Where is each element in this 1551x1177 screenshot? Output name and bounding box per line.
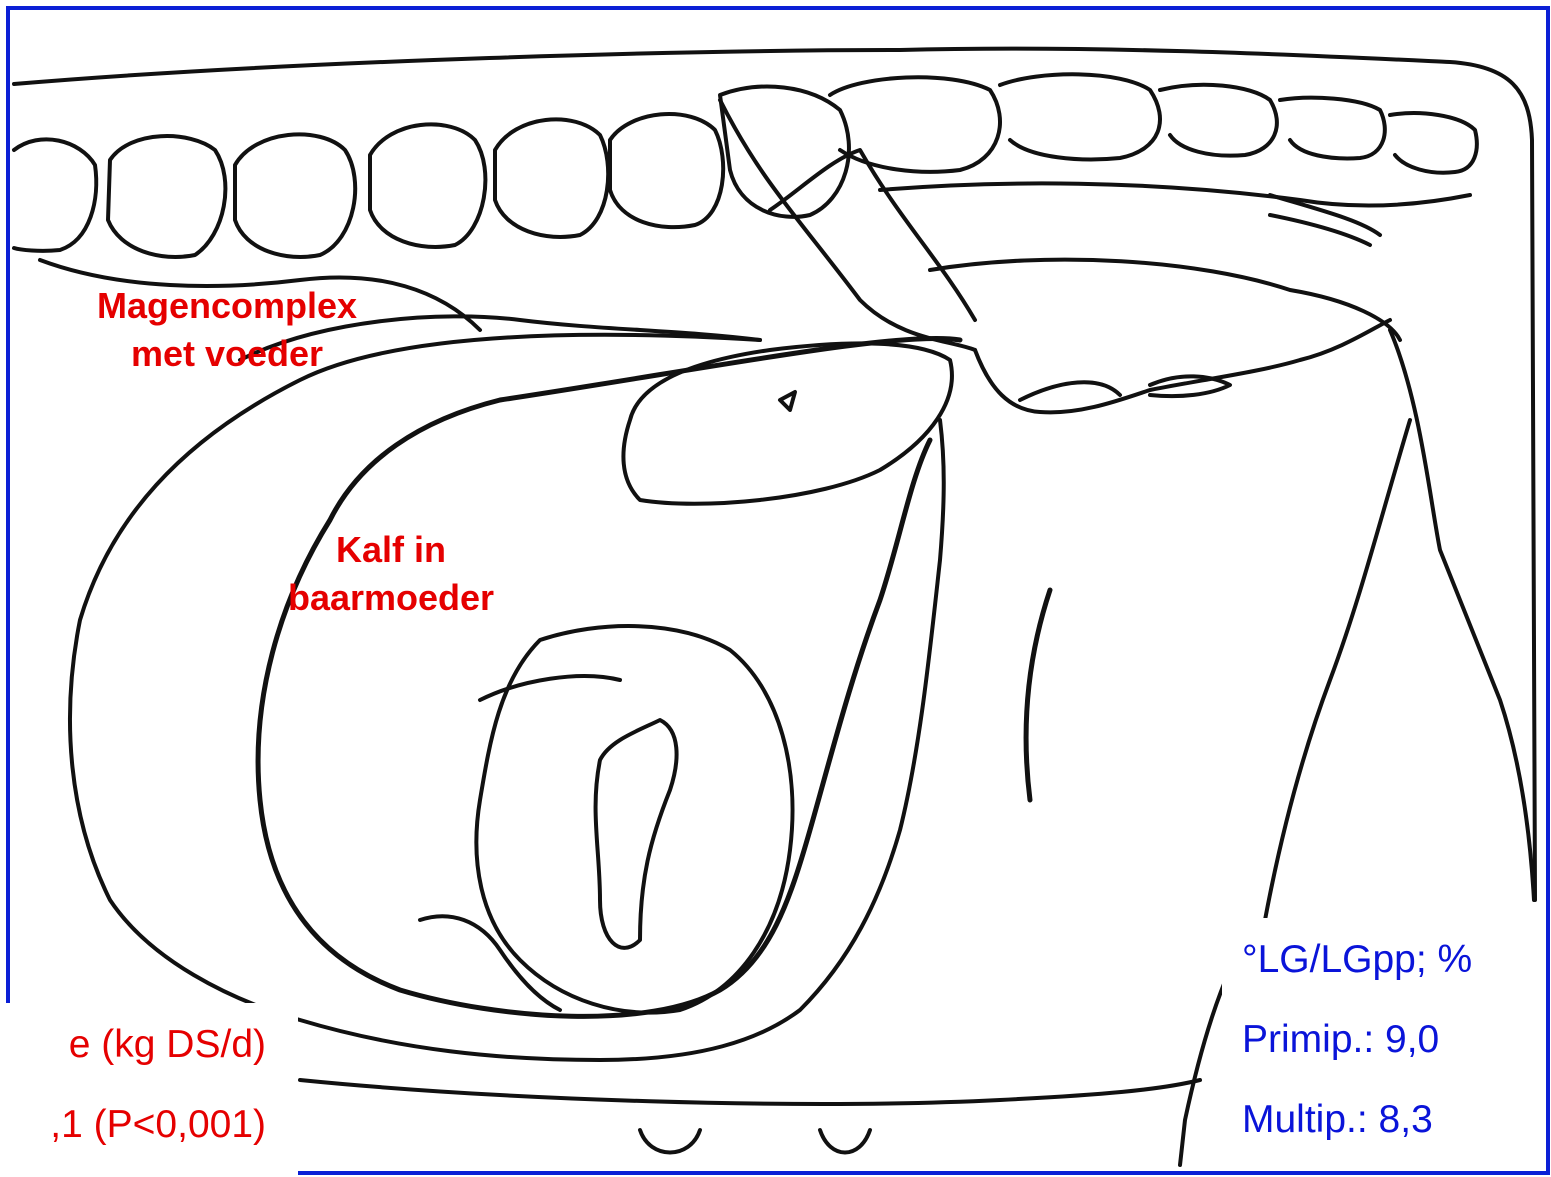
hind-leg-outline [1390, 330, 1534, 900]
pelvis-outline [720, 100, 1470, 412]
calf-label: Kalf in baarmoeder [266, 526, 516, 622]
intake-info-box: e (kg DS/d) ,1 (P<0,001) [0, 1003, 298, 1177]
calf-head [623, 343, 951, 503]
teat-2 [820, 1130, 870, 1153]
weight-info-box: °LG/LGpp; % Primip.: 9,0 Multip.: 8,3 [1222, 918, 1522, 1163]
multiparous-value: Multip.: 8,3 [1242, 1098, 1433, 1142]
hind-leg-front [1265, 420, 1410, 920]
abdomen-outline [70, 335, 944, 1060]
calf-eye [780, 392, 795, 410]
weight-header: °LG/LGpp; % [1242, 938, 1472, 982]
flank-line [1026, 590, 1050, 800]
calf-leg-2 [420, 916, 560, 1010]
stomach-label: Magencomplex met voeder [68, 282, 386, 378]
calf-label-line1: Kalf in [266, 526, 516, 574]
teat-1 [640, 1130, 700, 1153]
cow-back-outline [14, 49, 1535, 900]
intake-line-2: ,1 (P<0,001) [50, 1103, 266, 1147]
calf-label-line2: baarmoeder [266, 574, 516, 622]
calf-leg-1 [596, 720, 677, 948]
spine-vertebrae [14, 74, 1477, 257]
calf-back [480, 676, 620, 700]
stomach-label-line2: met voeder [68, 330, 386, 378]
belly-bottom-line [300, 1080, 1200, 1104]
primiparous-value: Primip.: 9,0 [1242, 1018, 1439, 1062]
intake-line-1: e (kg DS/d) [69, 1023, 266, 1067]
stomach-label-line1: Magencomplex [68, 282, 386, 330]
